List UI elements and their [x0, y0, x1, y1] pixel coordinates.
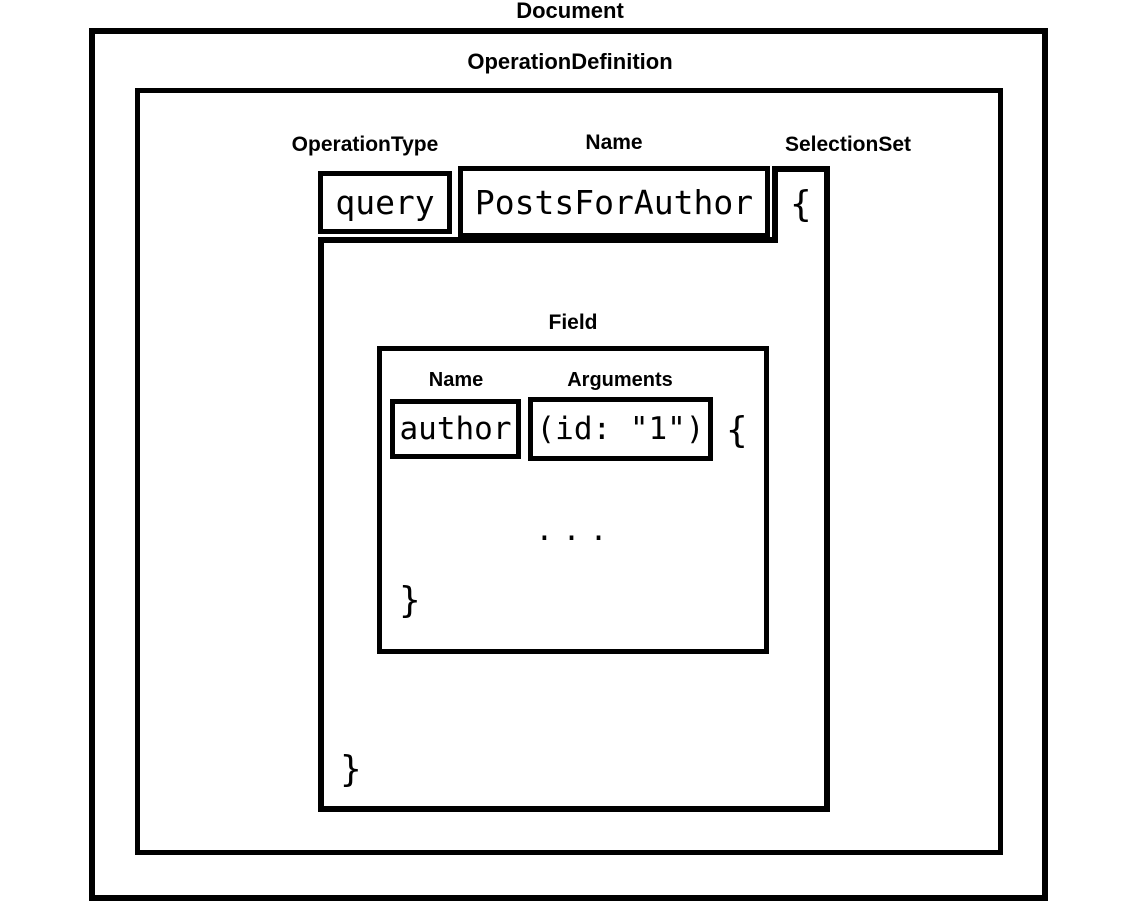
- operation-definition-label: OperationDefinition: [467, 49, 673, 74]
- selectionset-label: SelectionSet: [784, 133, 912, 156]
- operation-type-value: query: [335, 183, 435, 222]
- field-close-brace: }: [399, 580, 421, 621]
- field-label: Field: [548, 311, 598, 334]
- operation-name-label: Name: [585, 131, 643, 154]
- field-name-label: Name: [428, 369, 484, 391]
- field-open-brace: {: [726, 410, 748, 451]
- field-box: [377, 346, 769, 654]
- document-box: [89, 28, 1048, 901]
- field-name-box: author: [390, 399, 521, 459]
- operation-name-value: PostsForAuthor: [474, 182, 754, 222]
- field-arguments-value: (id: "1"): [536, 410, 705, 447]
- operation-type-label: OperationType: [291, 133, 439, 156]
- selectionset-close-brace: }: [340, 749, 362, 790]
- selectionset-open-brace: {: [790, 184, 812, 225]
- operation-name-box: PostsForAuthor: [458, 166, 770, 238]
- field-arguments-label: Arguments: [567, 369, 673, 391]
- field-ellipsis: ...: [535, 513, 617, 548]
- field-arguments-box: (id: "1"): [528, 397, 713, 461]
- document-label: Document: [516, 0, 624, 23]
- operation-definition-box: [135, 88, 1003, 855]
- field-name-value: author: [399, 410, 512, 447]
- operation-type-box: query: [318, 171, 452, 234]
